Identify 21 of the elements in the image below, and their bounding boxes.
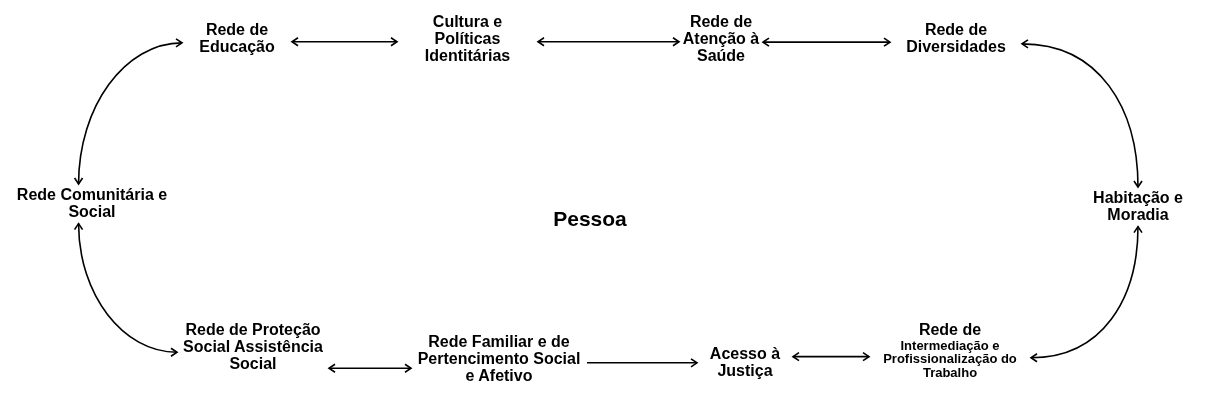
network-node-label: Acesso à Justiça	[700, 346, 790, 380]
double-arrow	[537, 36, 680, 47]
network-node-label: Rede de Intermediação e Profissionalização do Trabalho	[872, 322, 1028, 380]
network-node-label: Cultura e Políticas Identitárias	[400, 14, 535, 65]
double-arrow	[74, 38, 183, 185]
network-node-label: Rede de Educação	[185, 22, 289, 56]
network-node-label: Rede de Diversidades	[893, 22, 1019, 56]
double-arrow	[328, 363, 412, 374]
double-arrow	[74, 222, 178, 357]
network-node-label: Rede Familiar e de Pertencimento Social e Afetivo	[414, 334, 584, 385]
network-node-label: Rede de Atenção à Saúde	[682, 14, 760, 65]
double-arrow	[1021, 39, 1143, 188]
center-label: Pessoa	[552, 206, 628, 232]
network-node-label: Rede de Proteção Social Assistência Social	[180, 322, 326, 373]
double-arrow	[586, 358, 698, 368]
network-node-label: Habitação e Moradia	[1082, 190, 1194, 224]
double-arrow	[291, 36, 398, 47]
double-arrow	[1030, 225, 1143, 363]
double-arrow	[762, 37, 891, 47]
double-arrow	[792, 351, 870, 362]
network-node-label: Rede Comunitária e Social	[8, 187, 176, 221]
